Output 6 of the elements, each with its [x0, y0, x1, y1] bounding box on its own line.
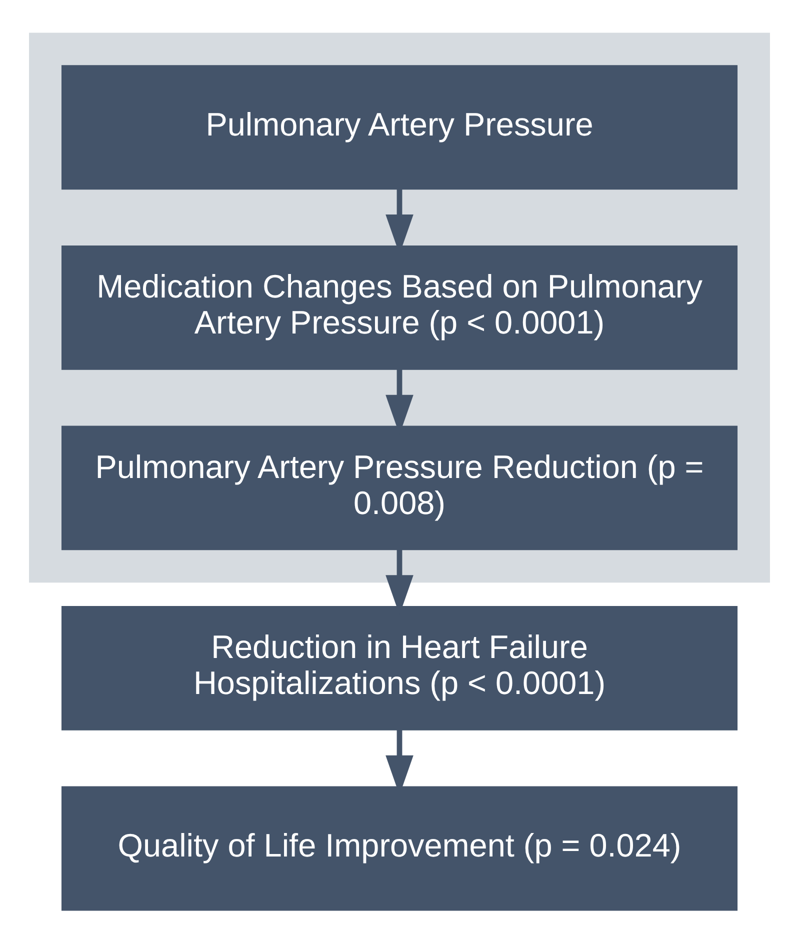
node-box: Quality of Life Improvement (p = 0.024) [61, 786, 738, 911]
cluster [29, 32, 770, 583]
node-box: Reduction in Heart Failure Hospitalizations (p < 0.0001) [61, 606, 738, 730]
node-box: Medication Changes Based on Pulmonary Artery Pressure (p < 0.0001) [61, 245, 738, 370]
node-box: Pulmonary Artery Pressure Reduction (p = 0.008) [61, 426, 738, 550]
node-box: Pulmonary Artery Pressure [61, 65, 738, 190]
